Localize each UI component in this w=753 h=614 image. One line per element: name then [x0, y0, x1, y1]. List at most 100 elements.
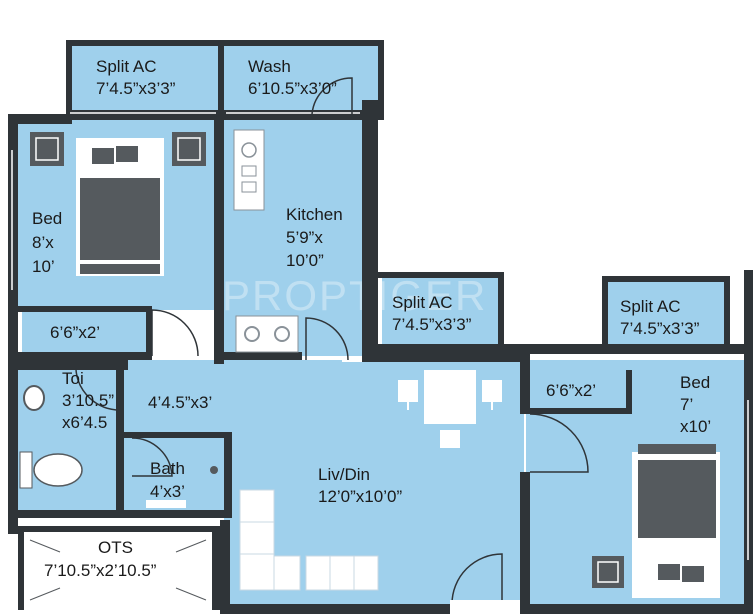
toilet-line3: x6’4.5: [62, 413, 107, 432]
wall: [520, 604, 753, 614]
ledge-1-size: 6’6”x2’: [50, 323, 100, 342]
bath-fixtures: [146, 466, 218, 508]
wash-size: 6’10.5”x3’0”: [248, 79, 337, 98]
labels: Split AC 7’4.5”x3’3” Wash 6’10.5”x3’0” B…: [32, 57, 711, 580]
furniture: [19, 129, 720, 601]
split-ac-3-area: [608, 282, 724, 344]
burner: [244, 326, 260, 342]
windows: [11, 112, 749, 560]
sofa-seat: [305, 555, 379, 591]
chair: [482, 380, 502, 402]
wall: [218, 40, 224, 120]
wall: [520, 472, 530, 614]
wall: [520, 352, 530, 414]
bed-2-line3: x10’: [680, 417, 711, 436]
wash-area: [224, 44, 380, 116]
wall: [8, 114, 72, 124]
wc-tank: [19, 451, 33, 489]
wall: [8, 306, 148, 312]
ledge-1-area: [22, 312, 146, 352]
wall: [530, 408, 632, 414]
wall: [66, 40, 72, 120]
side-table-inner: [35, 137, 59, 161]
wall: [222, 352, 302, 360]
ots-name: OTS: [98, 538, 133, 557]
sofa-seat: [239, 489, 275, 591]
bed-mattress: [80, 178, 160, 260]
wall: [146, 306, 152, 356]
wall: [116, 370, 124, 512]
pillow: [658, 564, 680, 580]
bath-size: 4’x3’: [150, 482, 185, 501]
door-bath: [131, 437, 173, 477]
kitchen-line2: 5’9”x: [286, 228, 323, 247]
split-ac-2-area: [382, 278, 498, 344]
ots-marks: [29, 539, 207, 601]
split-ac-3-name: Split AC: [620, 297, 680, 316]
pillow: [682, 566, 704, 582]
ledge-2-size: 6’6”x2’: [546, 381, 596, 400]
wall: [362, 100, 378, 362]
split-ac-3-size: 7’4.5”x3’3”: [620, 319, 700, 338]
wc-bowl: [33, 453, 83, 487]
wall: [124, 432, 230, 438]
wash-name: Wash: [248, 57, 291, 76]
ots-line: [29, 539, 61, 553]
door-gap: [450, 600, 520, 614]
door-wash: [311, 77, 353, 115]
bath-area: [124, 436, 224, 512]
ots-line: [29, 587, 61, 601]
living-name: Liv/Din: [318, 465, 370, 484]
kitchen-furniture: [233, 129, 299, 353]
wall: [8, 114, 18, 534]
living-size: 12’0”x10’0”: [318, 487, 402, 506]
bed-2-furniture: [592, 444, 720, 598]
wall: [8, 360, 128, 370]
passage-size: 4’4.5”x3’: [148, 393, 212, 412]
wall: [220, 520, 230, 614]
wall: [498, 344, 748, 354]
side-table: [172, 132, 206, 166]
bed-1-line3: 10’: [32, 257, 55, 276]
toilet-line2: 3’10.5”: [62, 391, 114, 410]
sink-part: [241, 181, 257, 193]
side-table-inner: [177, 137, 201, 161]
door-kitchen: [305, 317, 349, 361]
bed-1-name: Bed: [32, 209, 62, 228]
wall: [626, 370, 632, 412]
bed-2-line2: 7’: [680, 395, 693, 414]
side-table: [30, 132, 64, 166]
wall: [724, 276, 730, 352]
kitchen-line3: 10’0”: [286, 251, 324, 270]
shower-tap: [210, 466, 218, 474]
ots-line: [175, 539, 207, 553]
bath-name: Bath: [150, 459, 185, 478]
ots-size: 7’10.5”x2’10.5”: [44, 561, 157, 580]
bed-foot: [638, 444, 716, 454]
toilet-name: Toi: [62, 369, 84, 388]
wall: [224, 432, 232, 516]
wall: [8, 510, 232, 518]
dining-set: [398, 370, 502, 448]
door-bed2: [529, 413, 589, 473]
dining-table: [424, 370, 476, 424]
split-ac-2-size: 7’4.5”x3’3”: [392, 315, 472, 334]
wall: [378, 272, 504, 278]
sofa-seat: [273, 555, 301, 591]
sofa: [239, 489, 379, 591]
wall: [602, 276, 730, 282]
kitchen-name: Kitchen: [286, 205, 343, 224]
split-ac-1-area: [70, 44, 220, 116]
wall: [602, 276, 608, 352]
bed-2-name: Bed: [680, 373, 710, 392]
wall: [498, 272, 504, 352]
sink-counter: [233, 129, 265, 211]
split-ac-1-size: 7’4.5”x3’3”: [96, 79, 176, 98]
wall: [18, 526, 220, 532]
wall: [378, 344, 504, 352]
chair: [398, 380, 418, 402]
ledge-2-area: [530, 370, 626, 410]
split-ac-2-name: Split AC: [392, 293, 452, 312]
side-table-inner: [597, 561, 619, 583]
